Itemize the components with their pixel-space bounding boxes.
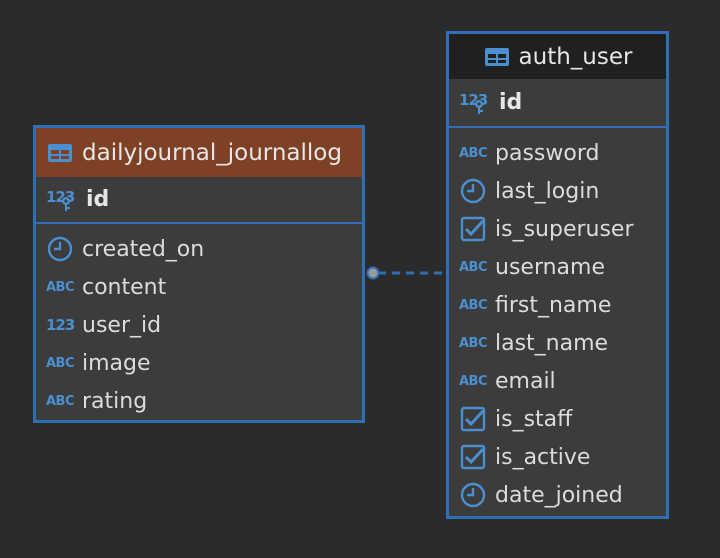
column-name: date_joined [495,482,623,508]
column-name: user_id [82,312,162,338]
primary-key-name: id [86,187,110,212]
column-list: ABC password last_login is_superuser ABC… [449,128,666,514]
column-name: first_name [495,292,612,318]
column-row-date-joined[interactable]: date_joined [449,476,666,514]
checkbox-icon [459,215,487,243]
column-row-is-active[interactable]: is_active [449,438,666,476]
primary-key-icon: 123 [46,186,78,214]
primary-key-name: id [499,90,523,115]
checkbox-icon [459,443,487,471]
column-name: image [82,350,151,376]
text-type-icon: ABC [459,335,488,351]
text-type-icon: ABC [459,259,488,275]
text-type-icon: ABC [46,279,75,295]
column-row-is-superuser[interactable]: is_superuser [449,210,666,248]
table-icon [483,43,511,71]
column-row-first-name[interactable]: ABC first_name [449,286,666,324]
column-row-created-on[interactable]: created_on [36,230,362,268]
entity-dailyjournal-journallog[interactable]: dailyjournal_journallog 123 id created_o… [33,125,365,423]
column-name: is_superuser [495,216,634,242]
text-type-icon: ABC [46,393,75,409]
column-name: is_active [495,444,591,470]
number-type-icon: 123 [46,316,75,334]
primary-key-icon: 123 [459,89,491,117]
column-row-is-staff[interactable]: is_staff [449,400,666,438]
text-type-icon: ABC [459,373,488,389]
column-name: content [82,274,167,300]
primary-key-row[interactable]: 123 id [449,79,666,128]
column-name: email [495,368,556,394]
column-row-username[interactable]: ABC username [449,248,666,286]
clock-icon [459,177,487,205]
column-row-last-name[interactable]: ABC last_name [449,324,666,362]
column-row-rating[interactable]: ABC rating [36,382,362,420]
column-row-user-id[interactable]: 123 user_id [36,306,362,344]
text-type-icon: ABC [46,355,75,371]
entity-header[interactable]: dailyjournal_journallog [36,128,362,177]
column-row-image[interactable]: ABC image [36,344,362,382]
column-name: rating [82,388,148,414]
text-type-icon: ABC [459,145,488,161]
table-icon [46,139,74,167]
clock-icon [46,235,74,263]
column-name: last_name [495,330,609,356]
relationship-endpoint-dot [366,266,380,280]
column-name: is_staff [495,406,573,432]
primary-key-row[interactable]: 123 id [36,177,362,224]
column-name: username [495,254,605,280]
column-row-last-login[interactable]: last_login [449,172,666,210]
column-row-content[interactable]: ABC content [36,268,362,306]
checkbox-icon [459,405,487,433]
column-list: created_on ABC content 123 user_id ABC i… [36,224,362,420]
column-row-email[interactable]: ABC email [449,362,666,400]
entity-title: auth_user [518,43,633,70]
clock-icon [459,481,487,509]
column-name: created_on [82,236,205,262]
entity-auth-user[interactable]: auth_user 123 id ABC password last_login… [446,31,669,519]
column-name: password [495,140,600,166]
text-type-icon: ABC [459,297,488,313]
column-row-password[interactable]: ABC password [449,134,666,172]
column-name: last_login [495,178,600,204]
entity-header[interactable]: auth_user [449,34,666,79]
entity-title: dailyjournal_journallog [82,139,342,166]
